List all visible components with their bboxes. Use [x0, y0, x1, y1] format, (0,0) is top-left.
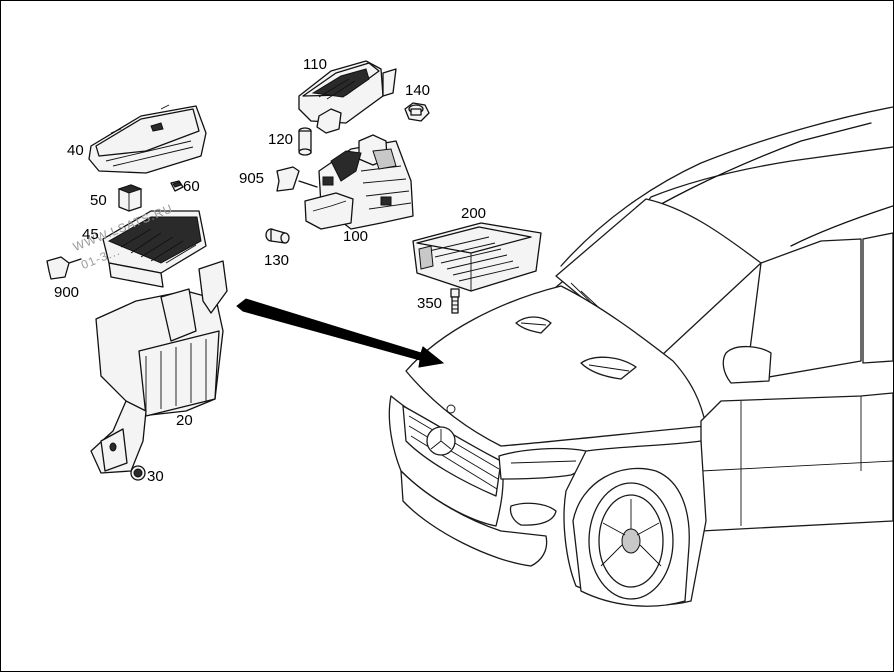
- part-120-fastener: [298, 127, 312, 156]
- callout-100: 100: [343, 228, 369, 245]
- callout-900: 900: [54, 284, 80, 301]
- part-60-fuse: [170, 180, 184, 192]
- callout-30: 30: [147, 468, 164, 485]
- part-905-label: [276, 166, 318, 192]
- part-50-relay: [117, 184, 143, 212]
- callout-60: 60: [183, 178, 200, 195]
- callout-905: 905: [239, 170, 265, 187]
- callout-200: 200: [461, 205, 487, 222]
- part-140-nut: [404, 102, 430, 122]
- part-40-cover: [88, 104, 207, 174]
- callout-50: 50: [90, 192, 107, 209]
- part-130-plug: [265, 228, 290, 244]
- part-900-label: [46, 256, 82, 280]
- part-110-relay-carrier: [298, 60, 397, 134]
- callout-20: 20: [176, 412, 193, 429]
- part-200-control-unit: [412, 222, 542, 292]
- location-arrow: [236, 298, 445, 368]
- part-20-housing: [90, 260, 228, 474]
- callout-40: 40: [67, 142, 84, 159]
- callout-120: 120: [268, 131, 294, 148]
- callout-130: 130: [264, 252, 290, 269]
- callout-350: 350: [417, 295, 443, 312]
- callout-140: 140: [405, 82, 431, 99]
- vehicle-outline: [388, 106, 893, 607]
- part-100-fuse-relay-box: [304, 134, 414, 230]
- callout-45: 45: [82, 226, 99, 243]
- part-350-bolt: [450, 288, 460, 314]
- part-30-nut: [130, 465, 146, 481]
- callout-110: 110: [303, 56, 327, 73]
- part-45-fuse-box: [102, 210, 207, 288]
